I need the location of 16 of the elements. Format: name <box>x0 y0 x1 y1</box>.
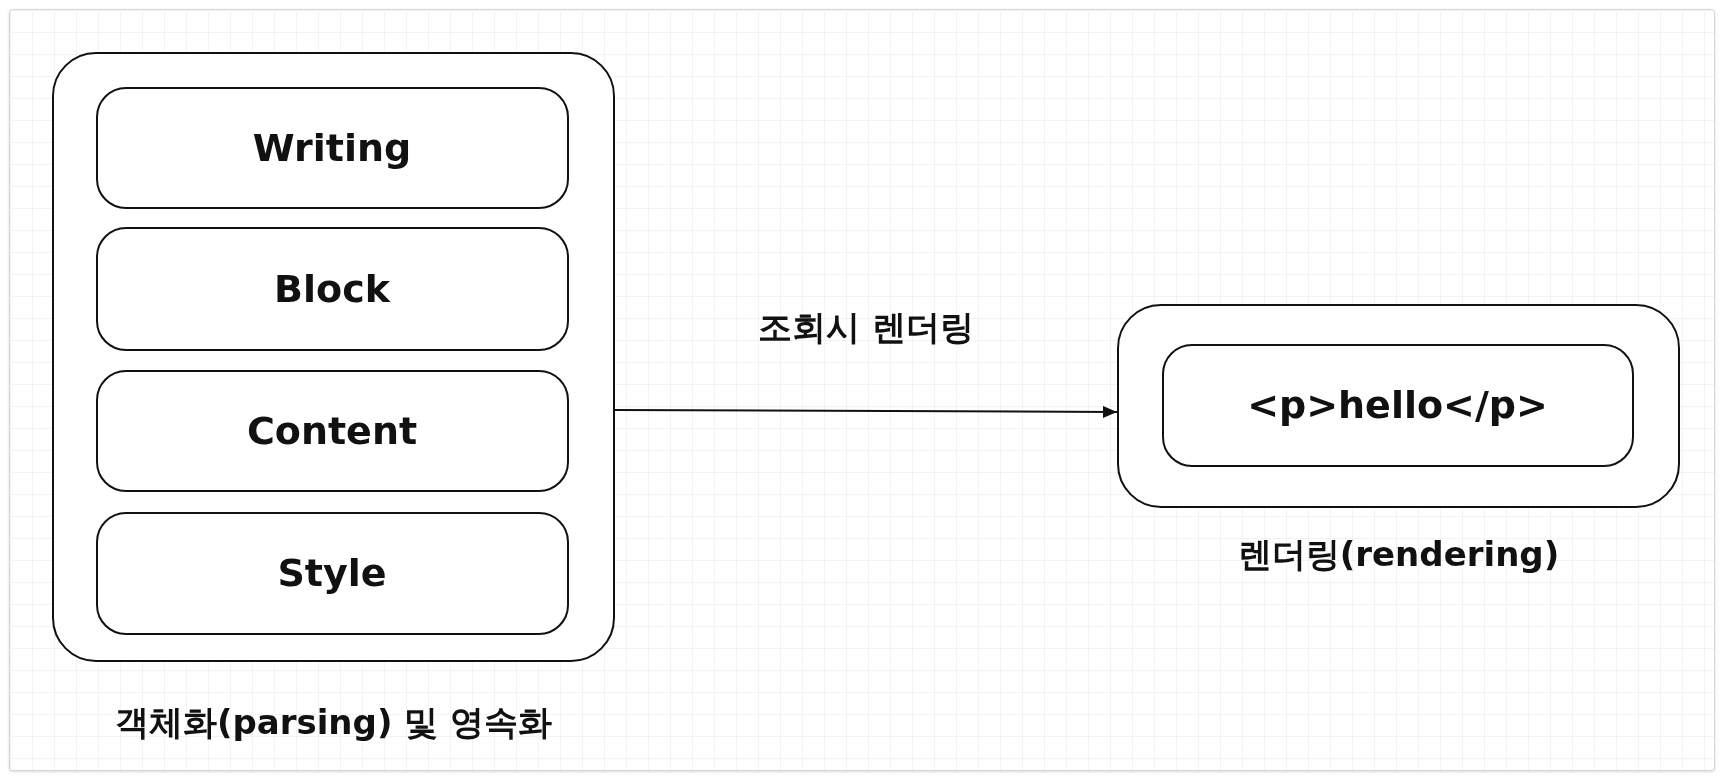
rounded-container-box <box>52 52 615 662</box>
box-label: Style <box>277 551 387 595</box>
node-label: 객체화(parsing) 및 영속화 <box>113 701 554 744</box>
rounded-box <box>95 226 569 351</box>
box-label: <p>hello</p> <box>1247 383 1548 427</box>
box-label: Block <box>274 266 390 311</box>
rounded-box <box>95 369 569 492</box>
node-label: 렌더링(rendering) <box>1236 533 1561 576</box>
edge-label: 조회시 렌더링 <box>757 306 975 349</box>
rounded-box <box>95 511 569 635</box>
arrow <box>614 405 1118 418</box>
rounded-box <box>95 86 569 209</box>
rounded-box <box>1161 343 1634 467</box>
box-label: Writing <box>252 125 412 170</box>
rounded-container-box <box>1117 304 1680 508</box>
box-label: Content <box>246 408 418 453</box>
